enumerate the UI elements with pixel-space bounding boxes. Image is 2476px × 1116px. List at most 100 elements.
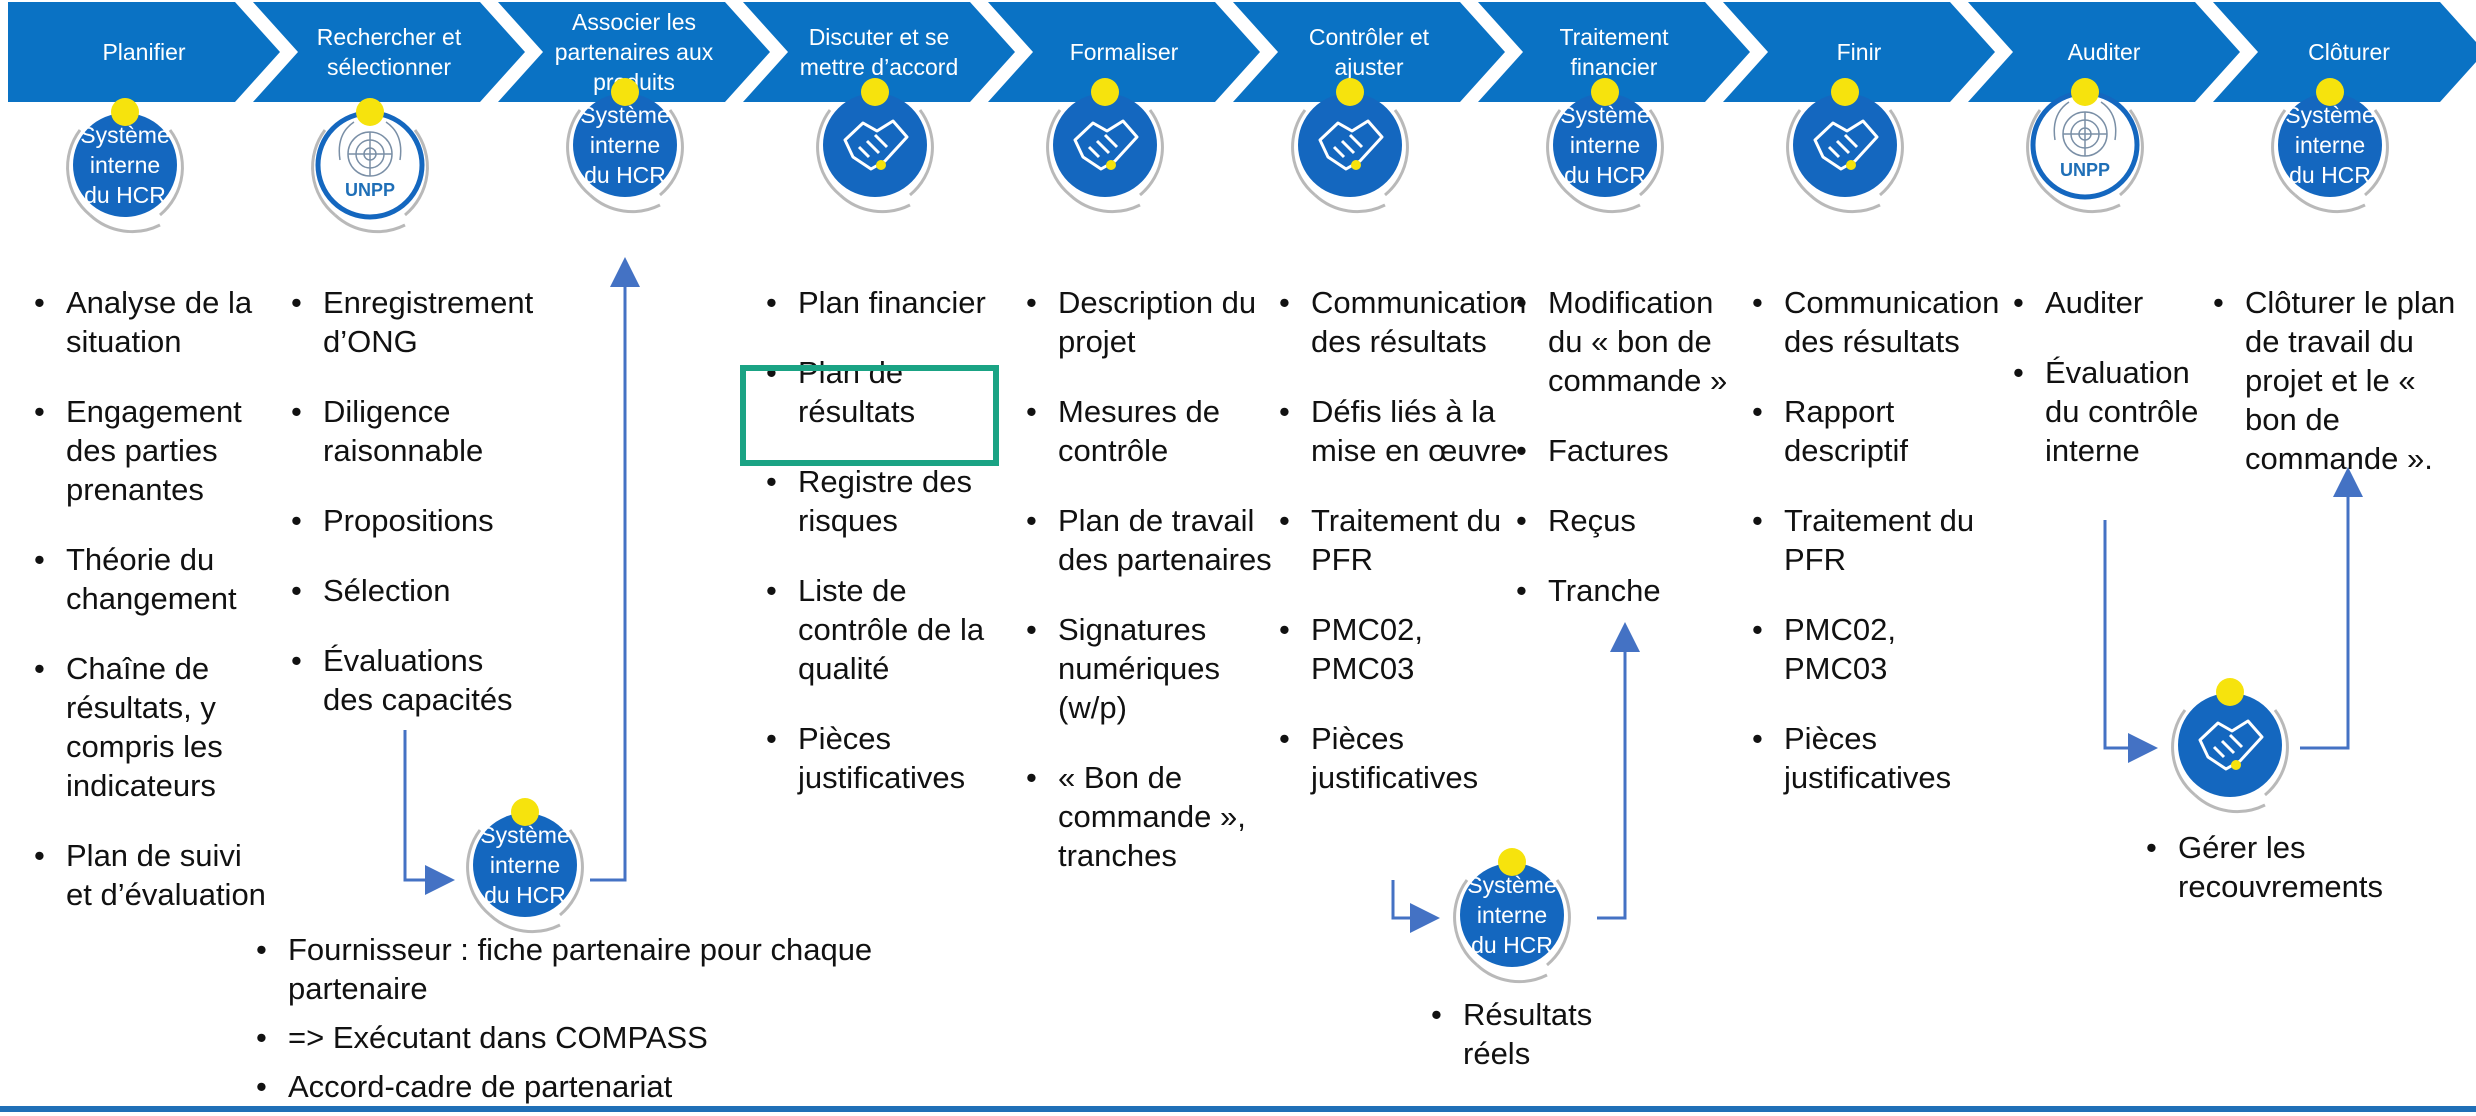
list-item: Fournisseur : fiche partenaire pour chaq…: [250, 930, 1010, 1008]
step-label: Finir: [1836, 39, 1882, 65]
un-emblem-icon: [338, 121, 402, 177]
system-circle: Système interne du HCR: [1530, 70, 1680, 220]
handshake-circle: [1030, 70, 1180, 220]
highlight-box-plan-de-resultats: [740, 365, 999, 466]
system-circle: Système interne du HCR: [450, 790, 600, 940]
list-item: Évaluations des capacités: [285, 641, 535, 719]
handshake-icon: [1073, 119, 1139, 171]
list-item: Description du projet: [1020, 283, 1280, 361]
step-label: Contrôler et ajuster: [1308, 24, 1430, 80]
list-item: Propositions: [285, 501, 535, 540]
supplier-notes-list: Fournisseur : fiche partenaire pour chaq…: [250, 930, 1010, 1116]
step-label: Planifier: [102, 39, 186, 65]
connector-line-system-to-association: [590, 257, 640, 882]
step-chevron: Discuter et se mettre d’accord: [743, 2, 1015, 102]
step-bullet-list: AuditerÉvaluation du contrôle interne: [2007, 283, 2207, 501]
handshake-icon: [1813, 119, 1879, 171]
system-circle: Système interne du HCR: [2255, 70, 2405, 220]
system-label: Système interne du HCR: [580, 102, 670, 188]
step-label: Clôturer: [2308, 39, 2390, 65]
list-item: Factures: [1510, 431, 1750, 470]
system-label: Système interne du HCR: [80, 122, 170, 208]
step-chevron: Auditer: [1968, 2, 2240, 102]
step-chevron: Clôturer: [2213, 2, 2476, 102]
list-item: Enregistrement d’ONG: [285, 283, 535, 361]
handshake-circle: [800, 70, 950, 220]
connector-line-system-to-tranche: [1597, 622, 1640, 920]
step-bullet-list: Analyse de la situationEngagement des pa…: [28, 283, 268, 945]
un-emblem-icon: [2053, 101, 2117, 157]
list-item: Engagement des parties prenantes: [28, 392, 268, 509]
list-item: Diligence raisonnable: [285, 392, 535, 470]
step-bullet-list: Description du projetMesures de contrôle…: [1020, 283, 1280, 906]
results-note-list: Résultats réels: [1425, 995, 1625, 1104]
list-item: Liste de contrôle de la qualité: [760, 571, 1000, 688]
list-item: Plan de résultats: [760, 353, 1000, 431]
step-bullet-list: Communication des résultatsDéfis liés à …: [1273, 283, 1526, 828]
step-label: Formaliser: [1069, 39, 1179, 65]
list-item: Modification du « bon de commande »: [1510, 283, 1750, 400]
list-item: Pièces justificatives: [760, 719, 1000, 797]
list-item: => Exécutant dans COMPASS: [250, 1018, 1010, 1057]
step-bullet-list: Enregistrement d’ONG Diligence raisonnabl…: [285, 283, 535, 750]
handshake-circle: [2155, 670, 2305, 820]
connector-line-control-to-system: [1391, 880, 1440, 933]
handshake-circle: [1770, 70, 1920, 220]
list-item: Chaîne de résultats, y compris les indic…: [28, 649, 268, 805]
handshake-icon: [2198, 719, 2264, 771]
system-circle: Système interne du HCR: [1437, 840, 1587, 990]
list-item: Défis liés à la mise en œuvre: [1273, 392, 1523, 470]
system-label: Système interne du HCR: [1467, 872, 1557, 958]
system-label: Système interne du HCR: [1560, 102, 1650, 188]
step-chevron: Contrôler et ajuster: [1233, 2, 1505, 102]
step-chevron: Traitement financier: [1478, 2, 1750, 102]
list-item: Reçus: [1510, 501, 1750, 540]
list-item: PMC02, PMC03: [1746, 610, 1986, 688]
step-bullet-list: Clôturer le plan de travail du projet et…: [2207, 283, 2472, 509]
list-item: Plan de suivi et d’évaluation: [28, 836, 268, 914]
step-bullet-list: Communication des résultatsRapport descr…: [1746, 283, 1999, 828]
system-circle: Système interne du HCR: [550, 70, 700, 220]
step-chevron: Rechercher et sélectionner: [253, 2, 525, 102]
step-bullet-list: Modification du « bon de commande » Factu…: [1510, 283, 1750, 641]
list-item: Traitement du PFR: [1746, 501, 1986, 579]
list-item: Signatures numériques (w/p): [1020, 610, 1280, 727]
list-item: Plan de travail des partenaires: [1020, 501, 1280, 579]
unpp-label: UNPP: [2059, 160, 2110, 180]
step-label: Rechercher et sélectionner: [316, 24, 462, 80]
step-label: Auditer: [2067, 39, 2141, 65]
list-item: Sélection: [285, 571, 535, 610]
step-chevron: Formaliser: [988, 2, 1260, 102]
handshake-icon: [1318, 119, 1384, 171]
list-item: Rapport descriptif: [1746, 392, 1986, 470]
step-chevron: Finir: [1723, 2, 1995, 102]
list-item: Tranche: [1510, 571, 1750, 610]
list-item: Traitement du PFR: [1273, 501, 1523, 579]
step-label: Traitement financier: [1559, 24, 1669, 80]
list-item: Gérer les recouvrements: [2140, 828, 2383, 906]
handshake-circle: [1275, 70, 1425, 220]
list-item: « Bon de commande », tranches: [1020, 758, 1280, 875]
list-item: Accord-cadre de partenariat: [250, 1067, 1010, 1106]
list-item: PMC02, PMC03: [1273, 610, 1523, 688]
connector-line-audit-to-recovery: [2103, 520, 2158, 763]
recovery-note-list: Gérer les recouvrements: [2140, 828, 2383, 937]
list-item: Pièces justificatives: [1746, 719, 1986, 797]
list-item: Auditer: [2007, 283, 2207, 322]
list-item: Clôturer le plan de travail du projet et…: [2207, 283, 2472, 478]
step-chevron: Planifier: [8, 2, 280, 102]
list-item: Théorie du changement: [28, 540, 268, 618]
connector-line-recovery-to-close: [2300, 467, 2363, 750]
list-item: Communication des résultats: [1746, 283, 1999, 361]
system-circle: Système interne du HCR: [50, 90, 200, 240]
list-item: Résultats réels: [1425, 995, 1625, 1073]
bottom-bar: [0, 1106, 2476, 1112]
unpp-label: UNPP: [344, 180, 395, 200]
unpp-circle: UNPP: [2010, 70, 2160, 220]
list-item: Analyse de la situation: [28, 283, 268, 361]
list-item: Registre des risques: [760, 462, 1000, 540]
list-item: Évaluation du contrôle interne: [2007, 353, 2207, 470]
unpp-circle: UNPP: [295, 90, 445, 240]
system-label: Système interne du HCR: [480, 822, 570, 908]
